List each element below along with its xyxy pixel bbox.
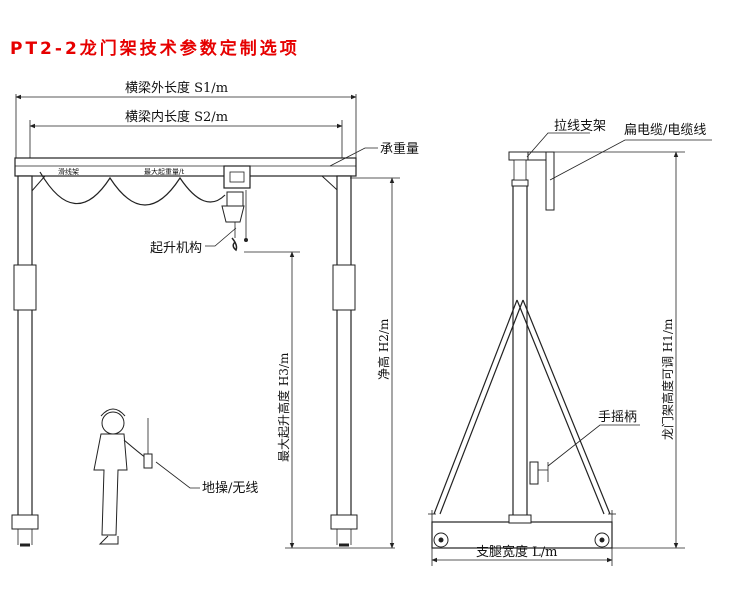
flat-cable-label: 扁电缆/电缆线 (624, 122, 706, 138)
right-leg-foot (330, 514, 358, 530)
left-leg-sleeve (13, 264, 37, 311)
beam-text-left: 滑线架 (58, 167, 79, 176)
hand-crank-leader (547, 424, 640, 467)
ground-control-label: 地操/无线 (202, 480, 258, 496)
clear-height-label: 净高 H2/m (376, 318, 391, 380)
cable-bracket-label: 拉线支架 (554, 119, 606, 134)
lifting-mechanism-leader (205, 227, 237, 247)
beam-text-right: 最大起重量/t (144, 167, 184, 176)
hand-crank (529, 461, 549, 485)
page-title: PT2-2龙门架技术参数定制选项 (10, 39, 300, 59)
electric-hoist (221, 165, 251, 252)
max-lift-height-label: 最大起升高度 H3/m (276, 352, 291, 462)
left-leg (17, 175, 33, 517)
leg-width-label: 支腿宽度 L/m (476, 544, 557, 560)
load-capacity-leader (329, 147, 378, 167)
lifting-mechanism-label: 起升机构 (150, 241, 202, 256)
cable-hanger (545, 151, 555, 211)
right-brace (516, 299, 605, 515)
right-leg-sleeve (332, 264, 356, 311)
right-leg (336, 175, 352, 517)
load-capacity-label: 承重量 (380, 141, 419, 157)
beam-inner-length-label: 横梁内长度 S2/m (125, 109, 228, 125)
vertical-column (512, 179, 528, 523)
ground-control-leader (155, 461, 200, 489)
cross-beam (14, 157, 357, 177)
flat-cable-leader (549, 139, 712, 181)
beam-outer-length-label: 横梁外长度 S1/m (125, 80, 228, 96)
hand-crank-label: 手摇柄 (598, 410, 637, 425)
left-leg-foot (11, 514, 39, 530)
operator-figure (93, 408, 153, 545)
cable-bracket-leader (526, 132, 590, 158)
front-view: 滑线架 最大起重量/t 横梁外长度 S1/m 横梁内长度 S2/m 承重量 起升… (11, 80, 419, 549)
left-brace (433, 299, 518, 515)
side-view: 拉线支架 扁电缆/电缆线 手摇柄 支腿宽度 L/m 龙门架高度可调 H1/m (428, 119, 712, 566)
festoon-cable (39, 171, 226, 206)
gantry-height-label: 龙门架高度可调 H1/m (660, 318, 675, 440)
